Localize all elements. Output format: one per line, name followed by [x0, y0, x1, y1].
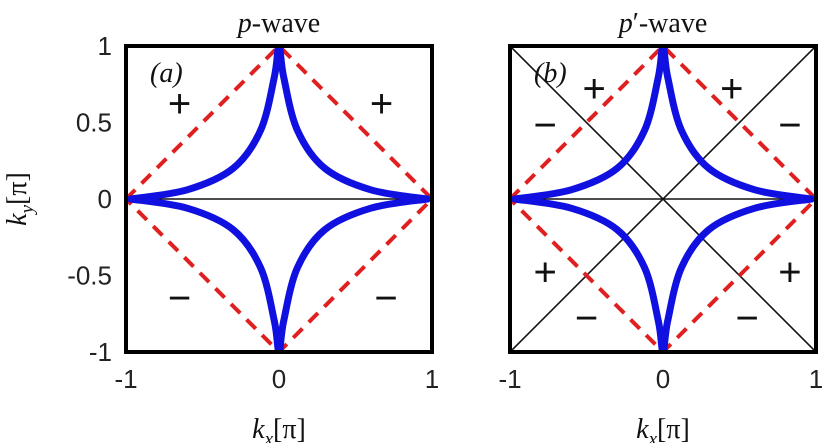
solid-fermi-surface-upper — [511, 46, 815, 203]
x-tick-label: 1 — [809, 364, 822, 394]
plus-sign: + — [370, 82, 393, 126]
solid-fermi-surface-lower — [511, 195, 815, 352]
minus-sign: − — [374, 276, 397, 320]
x-tick-label: 0 — [272, 364, 286, 394]
axes-frame — [124, 44, 434, 354]
dashed-fermi-surface — [510, 46, 816, 352]
plus-sign: + — [778, 250, 801, 294]
axes-frame — [508, 44, 818, 354]
chart-title: p′-wave — [617, 8, 708, 39]
x-tick-label: -1 — [114, 364, 137, 394]
plot-area — [126, 46, 432, 352]
x-axis-label: kx[π] — [636, 414, 690, 443]
y-tick-label: 1 — [98, 31, 112, 61]
dashed-fermi-surface — [126, 46, 432, 352]
chart-title: p-wave — [236, 8, 320, 39]
minus-sign: − — [168, 276, 191, 320]
y-tick-label: -1 — [89, 337, 112, 367]
y-axis-label: ky[π] — [2, 172, 38, 226]
plus-sign: + — [582, 67, 605, 111]
x-tick-label: 0 — [656, 364, 670, 394]
panel-label: (b) — [534, 58, 567, 89]
y-tick-label: 0 — [98, 184, 112, 214]
nodal-line-2 — [510, 46, 816, 352]
panel-label: (a) — [150, 58, 183, 89]
plus-sign: + — [168, 82, 191, 126]
minus-sign: − — [778, 104, 801, 148]
minus-sign: − — [575, 296, 598, 340]
minus-sign: − — [735, 296, 758, 340]
solid-fermi-surface-lower — [127, 195, 431, 352]
x-tick-label: 1 — [425, 364, 439, 394]
y-tick-label: 0.5 — [76, 108, 112, 138]
plot-area — [510, 46, 816, 352]
minus-sign: − — [534, 104, 557, 148]
x-tick-label: -1 — [498, 364, 521, 394]
plus-sign: + — [534, 250, 557, 294]
panel-a: + + − − -1 0 1 1 0.5 0 -0.5 -1 (a) p-wave kx[π] ky[π] — [2, 8, 439, 443]
plus-sign: + — [720, 67, 743, 111]
solid-fermi-surface-upper — [127, 46, 431, 203]
y-tick-label: -0.5 — [67, 261, 112, 291]
x-axis-label: kx[π] — [252, 414, 306, 443]
